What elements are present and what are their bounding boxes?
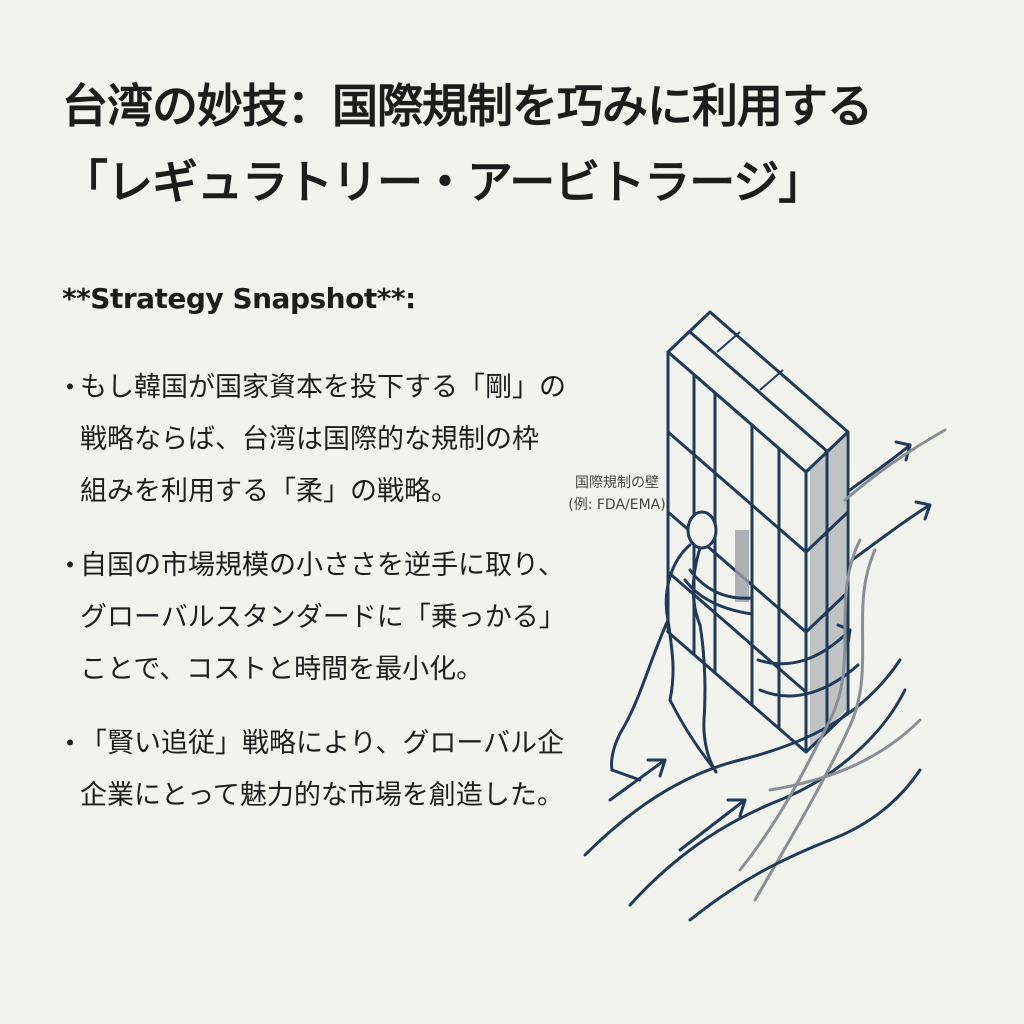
wall-label-line-1: 国際規制の壁 <box>575 475 659 491</box>
bullet-line: もし韓国が国家資本を投下する「剛」の <box>80 372 566 403</box>
bullet-line: 組みを利用する「柔」の戦略。 <box>80 476 458 507</box>
bullet-item: ・ 自国の市場規模の小ささを逆手に取り、 グローバルスタンダードに「乗っかる」 … <box>56 540 566 696</box>
bullet-line: 「賢い追従」戦略により、グローバル企 <box>80 728 565 759</box>
strategy-snapshot-label: **Strategy Snapshot**: <box>62 282 416 315</box>
person-pushing-icon <box>610 510 754 782</box>
title-line-2: 「レギュラトリー・アービトラージ」 <box>62 155 824 209</box>
page-title: 台湾の妙技：国際規制を巧みに利用する 「レギュラトリー・アービトラージ」 <box>62 68 962 220</box>
bullet-text: もし韓国が国家資本を投下する「剛」の 戦略ならば、台湾は国際的な規制の枠 組みを… <box>80 362 566 518</box>
bullet-item: ・ もし韓国が国家資本を投下する「剛」の 戦略ならば、台湾は国際的な規制の枠 組… <box>56 362 566 518</box>
regulatory-wall-label: 国際規制の壁 (例: FDA/EMA) <box>552 472 682 516</box>
bullet-dot-icon: ・ <box>56 727 85 760</box>
bullet-line: グローバルスタンダードに「乗っかる」 <box>80 602 566 633</box>
bullet-text: 自国の市場規模の小ささを逆手に取り、 グローバルスタンダードに「乗っかる」 こと… <box>80 540 566 696</box>
flow-arrows-icon <box>583 428 947 922</box>
bullet-line: 自国の市場規模の小ささを逆手に取り、 <box>80 550 565 581</box>
regulatory-illustration <box>583 310 947 922</box>
bullet-line: 戦略ならば、台湾は国際的な規制の枠 <box>80 424 539 455</box>
bullet-line: ことで、コストと時間を最小化。 <box>80 654 484 685</box>
bullet-text: 「賢い追従」戦略により、グローバル企 企業にとって魅力的な市場を創造した。 <box>80 718 565 822</box>
bullet-dot-icon: ・ <box>56 549 85 582</box>
bullet-list: ・ もし韓国が国家資本を投下する「剛」の 戦略ならば、台湾は国際的な規制の枠 組… <box>56 362 566 844</box>
bullet-item: ・ 「賢い追従」戦略により、グローバル企 企業にとって魅力的な市場を創造した。 <box>56 718 565 822</box>
title-line-1: 台湾の妙技：国際規制を巧みに利用する <box>62 79 873 133</box>
bullet-line: 企業にとって魅力的な市場を創造した。 <box>80 780 564 811</box>
bullet-dot-icon: ・ <box>56 371 85 404</box>
wall-label-line-2: (例: FDA/EMA) <box>568 497 666 513</box>
